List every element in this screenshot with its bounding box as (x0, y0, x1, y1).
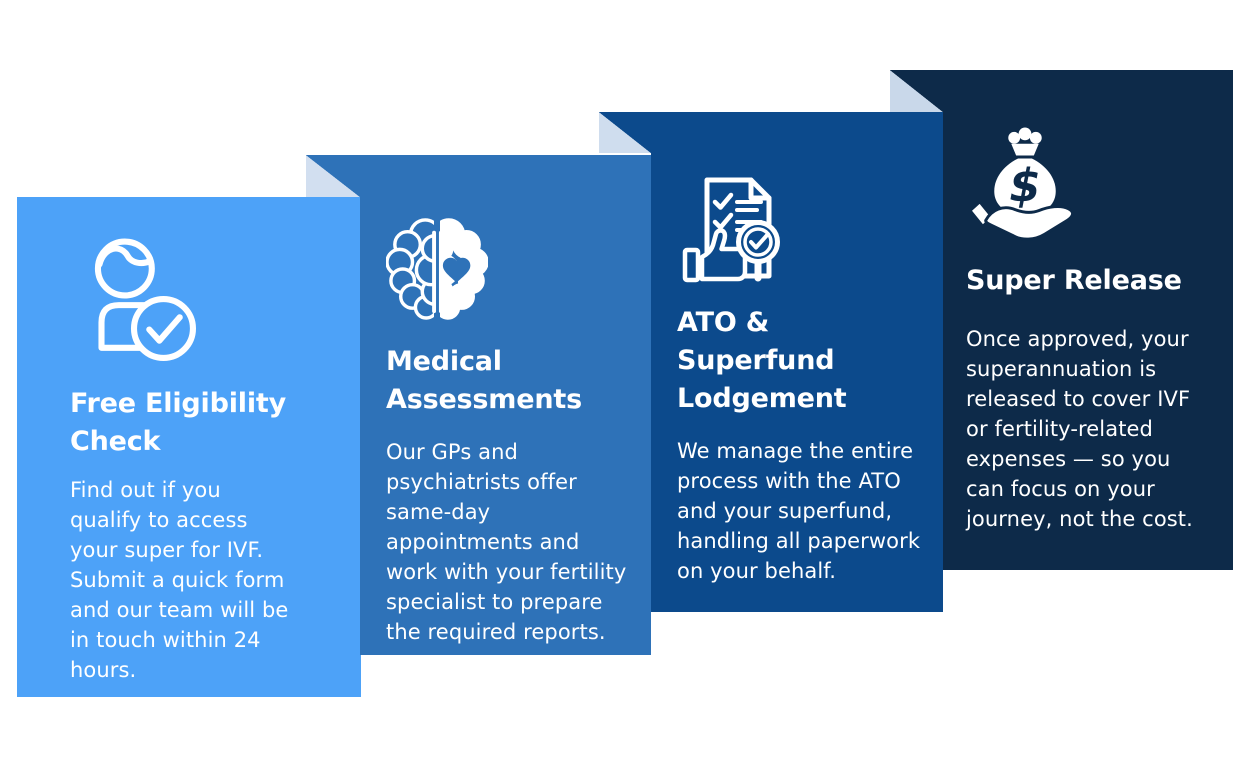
money-bag-hand-icon: $ (966, 126, 1213, 248)
card-description: Once approved, your superannuation is re… (966, 327, 1193, 531)
card-free-eligibility-check: Free Eligibility Check Find out if you q… (17, 197, 361, 697)
card-title: ATO & Superfund Lodgement (677, 307, 847, 414)
card-ato-superfund-lodgement: ATO & Superfund Lodgement We manage the … (599, 112, 943, 612)
card-description: We manage the entire process with the AT… (677, 439, 921, 583)
brain-heart-icon (386, 215, 629, 321)
card-title: Super Release (966, 265, 1182, 296)
card-title: Free Eligibility Check (70, 388, 286, 457)
folded-corner (306, 155, 360, 197)
svg-text:$: $ (1009, 159, 1040, 212)
card-medical-assessments: Medical Assessments Our GPs and psychiat… (306, 155, 651, 655)
card-description: Find out if you qualify to access your s… (70, 478, 289, 682)
card-super-release: $ Super Release Once approved, your supe… (890, 70, 1233, 570)
folded-corner (890, 70, 943, 112)
document-check-icon (677, 172, 923, 292)
card-title: Medical Assessments (386, 346, 582, 415)
person-check-icon (70, 235, 315, 361)
card-description: Our GPs and psychiatrists offer same-day… (386, 440, 627, 644)
folded-corner (599, 112, 651, 153)
